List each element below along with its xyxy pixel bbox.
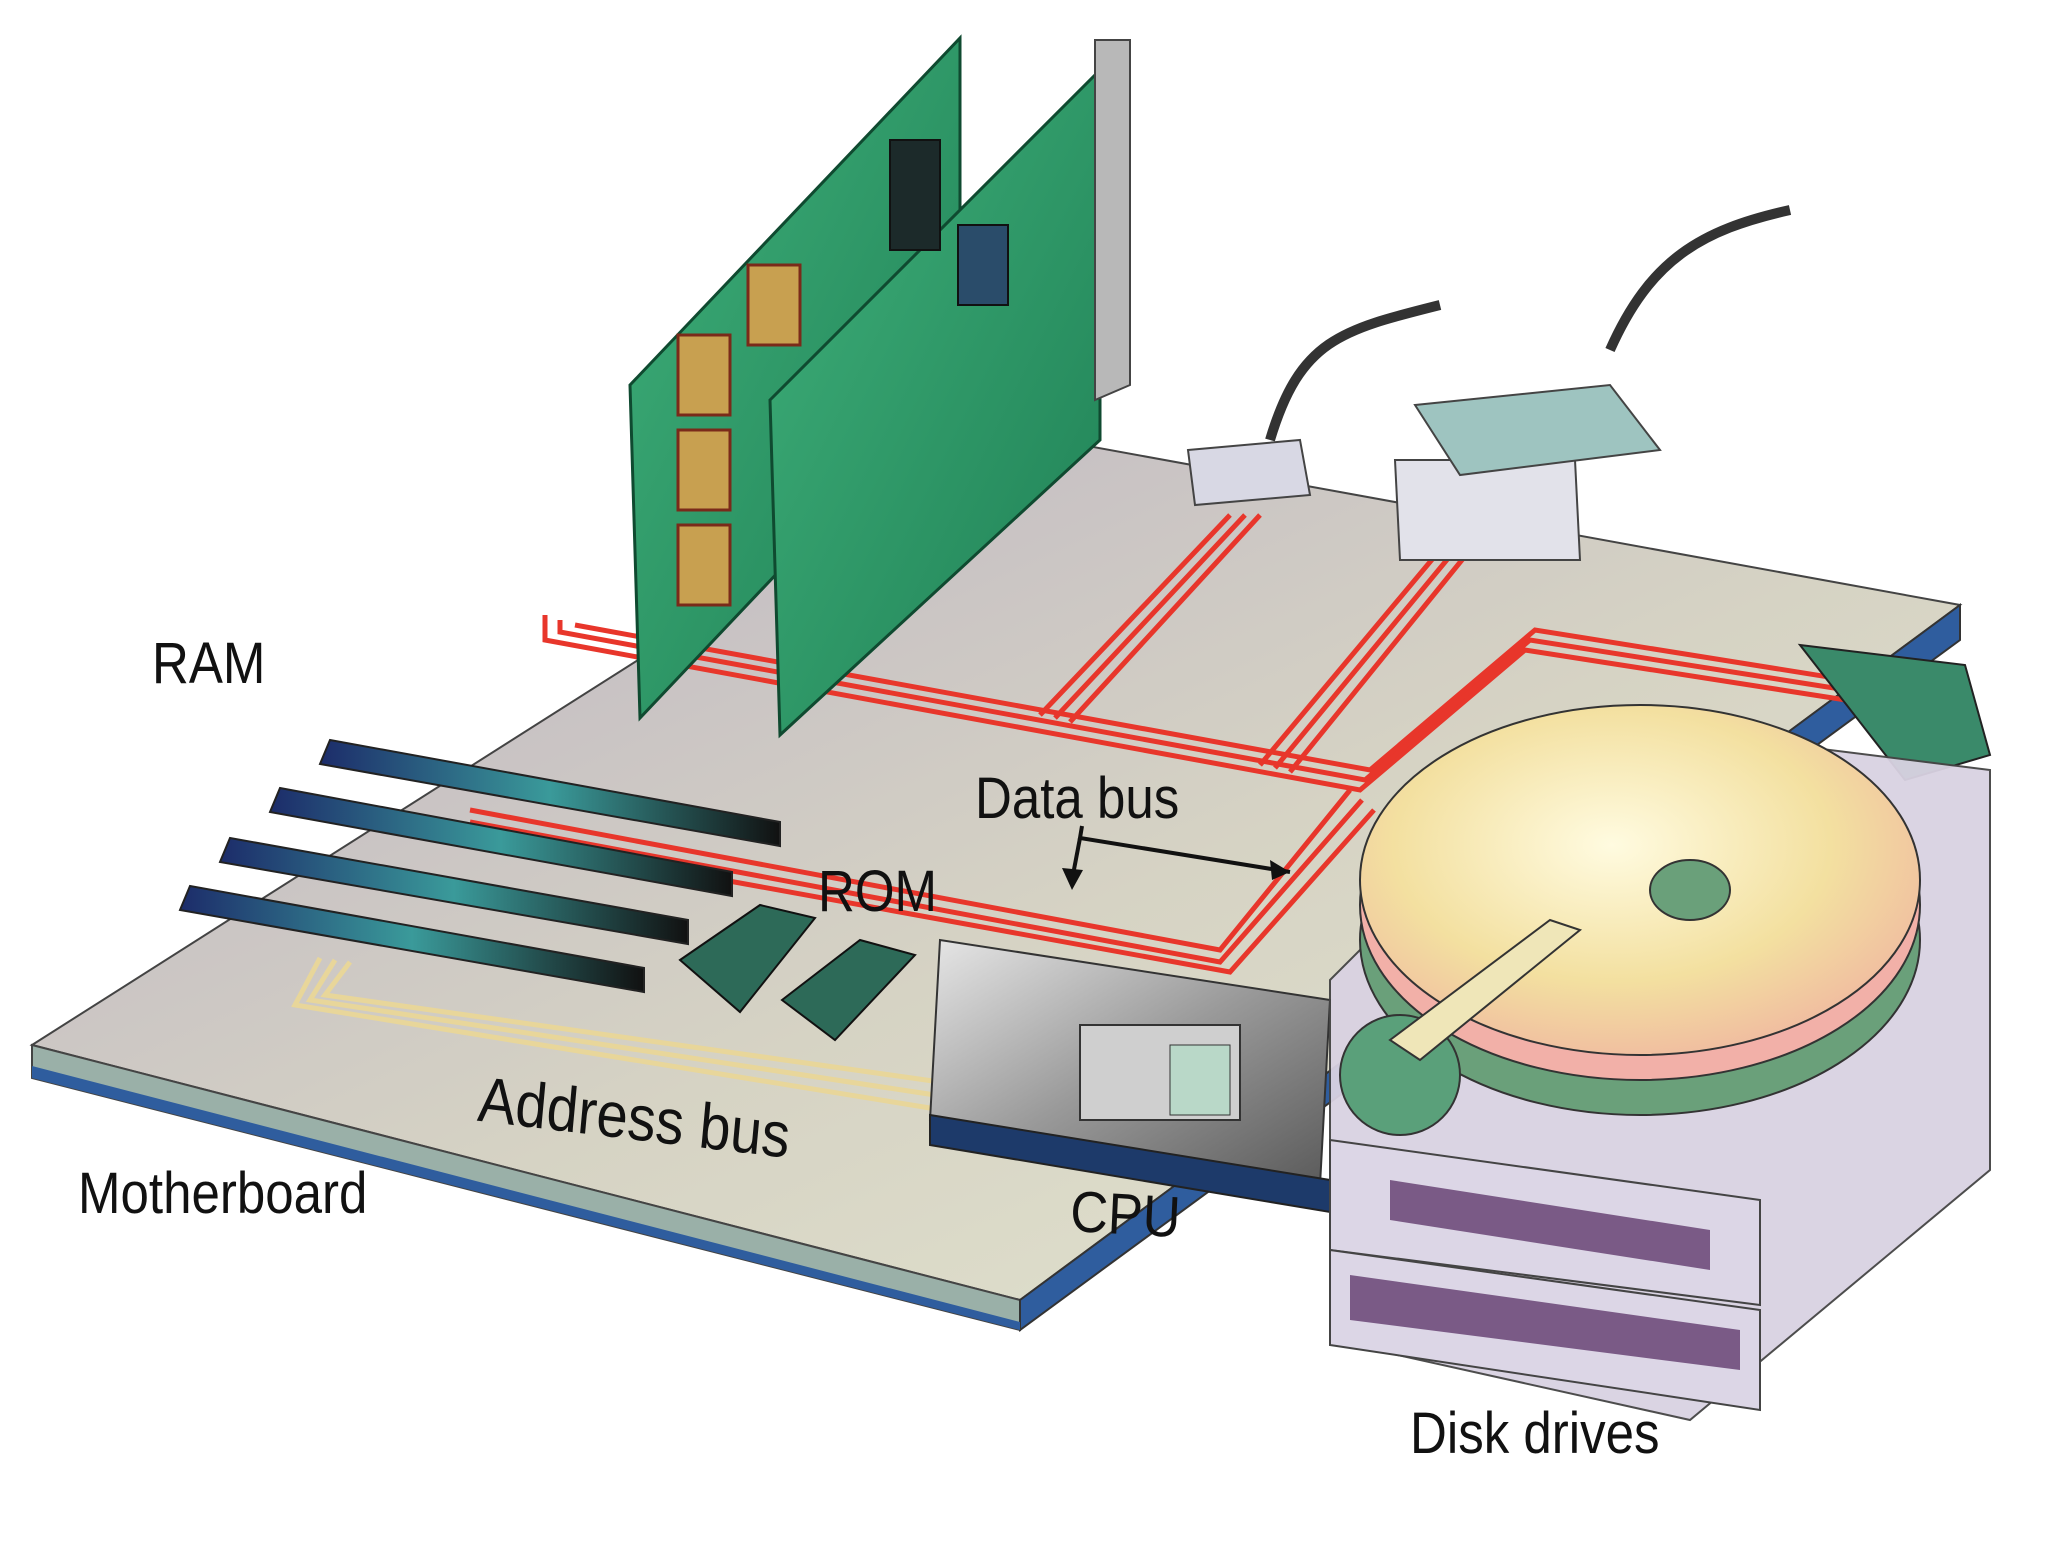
- arrow-down-icon: [1062, 868, 1083, 890]
- data-bus-label: Data bus: [975, 766, 1180, 831]
- cables: [1186, 205, 1992, 782]
- motherboard-label: Motherboard: [78, 1161, 368, 1226]
- address-bus-traces: [291, 956, 941, 1111]
- rom-label: ROM: [818, 859, 938, 924]
- expansion-cards: [628, 34, 1131, 739]
- disk-drives-label: Disk drives: [1410, 1401, 1660, 1466]
- ram-slots: [178, 738, 781, 994]
- ram-label: RAM: [152, 631, 266, 696]
- cpu: [928, 938, 1332, 1214]
- disk-drives: [1329, 704, 1991, 1422]
- arrow-right-icon: [1270, 860, 1290, 880]
- rom-chips: [678, 903, 917, 1042]
